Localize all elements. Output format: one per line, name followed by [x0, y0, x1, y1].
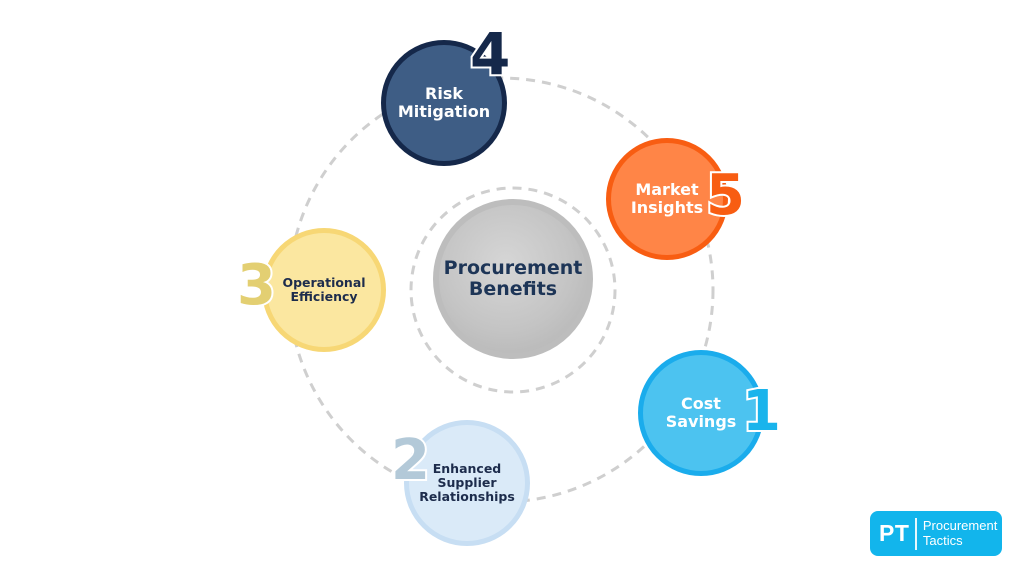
benefit-number-2: 2: [389, 428, 432, 493]
benefit-label-line2: Supplier: [437, 475, 497, 490]
procurement-tactics-logo: PT Procurement Tactics: [870, 511, 1002, 556]
benefit-number-1: 1: [740, 379, 783, 444]
benefit-risk-mitigation: Risk Mitigation: [381, 40, 507, 166]
center-procurement-benefits: Procurement Benefits: [433, 199, 593, 359]
logo-wordmark: Procurement Tactics: [917, 517, 998, 549]
logo-line2: Tactics: [922, 532, 963, 548]
benefit-label-line1: Enhanced: [432, 461, 502, 476]
benefit-label-line3: Relationships: [419, 489, 515, 504]
benefit-cost-savings: Cost Savings: [638, 350, 764, 476]
benefit-label-line1: Cost: [681, 394, 721, 414]
benefit-number-5: 5: [704, 163, 747, 228]
logo-line1: Procurement: [922, 517, 998, 533]
benefit-operational-efficiency: Operational Efficiency: [262, 228, 386, 352]
benefit-label-line2: Insights: [630, 198, 704, 217]
benefit-label-line1: Risk: [425, 84, 463, 104]
benefit-label-line1: Operational: [282, 275, 366, 290]
benefit-label-line2: Efficiency: [290, 289, 358, 304]
center-title-line1: Procurement: [443, 256, 583, 279]
logo-mark: PT: [879, 520, 910, 546]
benefit-label-line1: Market: [635, 180, 699, 200]
center-title-line2: Benefits: [468, 278, 558, 300]
logo-divider: [915, 517, 917, 550]
benefit-label-line2: Savings: [665, 412, 737, 431]
benefit-number-3: 3: [235, 253, 278, 318]
benefit-label-line2: Mitigation: [397, 102, 491, 121]
benefit-number-4: 4: [468, 20, 512, 88]
benefit-enhanced-supplier-relationships: Enhanced Supplier Relationships: [404, 420, 530, 546]
inner-dashed-ring: [409, 186, 617, 394]
benefit-market-insights: Market Insights: [606, 138, 728, 260]
